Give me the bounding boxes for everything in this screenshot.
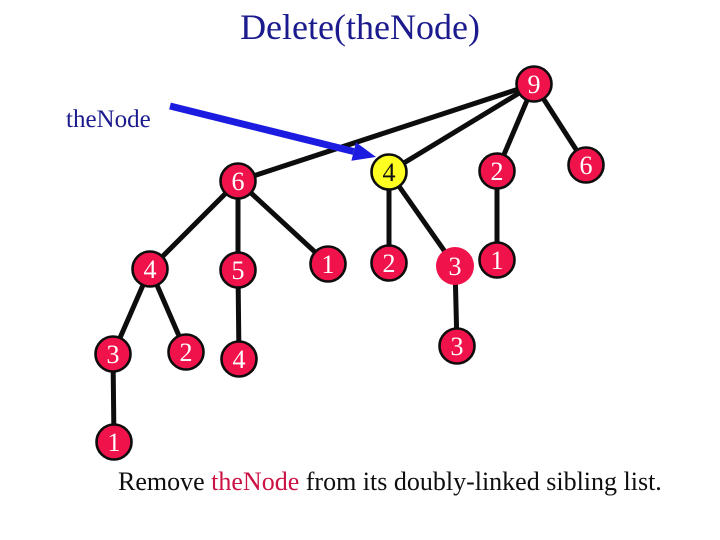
node-key-label: 9 bbox=[528, 70, 541, 99]
tree-node-n-5: 5 bbox=[219, 251, 257, 289]
node-circle bbox=[219, 162, 257, 200]
node-circle bbox=[436, 247, 474, 285]
thenode-arrow bbox=[169, 102, 376, 161]
tree-edge-child-6-left--n-4b bbox=[148, 179, 240, 271]
tree-node-n-4c: 4 bbox=[220, 340, 258, 378]
node-key-label: 2 bbox=[491, 157, 504, 186]
tree-node-child-6-left: 6 bbox=[219, 162, 257, 200]
tree-edge-root-9--child-6-left bbox=[237, 81, 535, 184]
caption-prefix: Remove bbox=[118, 467, 212, 496]
node-key-label: 3 bbox=[451, 332, 464, 361]
node-circle bbox=[95, 423, 133, 461]
tree-node-thenode-4: 4 bbox=[370, 153, 408, 191]
tree-node-child-2: 2 bbox=[478, 152, 516, 190]
node-circle bbox=[370, 153, 408, 191]
thenode-label: theNode bbox=[66, 106, 151, 133]
tree-node-n-2c: 2 bbox=[167, 333, 205, 371]
node-circle bbox=[309, 245, 347, 283]
tree-node-n-2b: 2 bbox=[370, 244, 408, 282]
tree-edge-root-9--thenode-4 bbox=[387, 81, 536, 175]
tree-node-n-3b: 3 bbox=[94, 335, 132, 373]
node-key-label: 1 bbox=[491, 246, 504, 275]
tree-node-n-4b: 4 bbox=[131, 250, 169, 288]
pointer-arrow-head-icon bbox=[351, 142, 376, 161]
pointer-arrow-shaft bbox=[169, 102, 355, 155]
caption-suffix: from its doubly-linked sibling list. bbox=[299, 467, 662, 496]
node-circle bbox=[478, 152, 516, 190]
node-key-label: 1 bbox=[108, 428, 121, 457]
node-circle bbox=[94, 335, 132, 373]
caption-highlight: theNode bbox=[211, 467, 300, 496]
tree-node-root-9: 9 bbox=[515, 65, 553, 103]
node-circle bbox=[219, 251, 257, 289]
node-circle bbox=[438, 327, 476, 365]
tree-node-n-1a: 1 bbox=[309, 245, 347, 283]
tree-node-n-1c: 1 bbox=[95, 423, 133, 461]
tree-node-child-6-right: 6 bbox=[567, 146, 605, 184]
node-circle bbox=[131, 250, 169, 288]
node-circle bbox=[167, 333, 205, 371]
node-circle bbox=[478, 241, 516, 279]
node-circle bbox=[220, 340, 258, 378]
slide-title: Delete(theNode) bbox=[240, 7, 480, 47]
node-circle bbox=[515, 65, 553, 103]
node-key-label: 4 bbox=[144, 255, 157, 284]
node-key-label: 1 bbox=[322, 250, 335, 279]
node-key-label: 2 bbox=[180, 338, 193, 367]
tree-node-n-3a: 3 bbox=[436, 247, 474, 285]
node-key-label: 3 bbox=[107, 340, 120, 369]
tree-node-n-1b: 1 bbox=[478, 241, 516, 279]
node-key-label: 3 bbox=[449, 252, 462, 281]
node-circle bbox=[567, 146, 605, 184]
tree-edge-child-6-left--n-1a bbox=[236, 179, 330, 266]
tree-node-n-3c: 3 bbox=[438, 327, 476, 365]
node-key-label: 2 bbox=[383, 249, 396, 278]
node-key-label: 6 bbox=[580, 151, 593, 180]
node-key-label: 5 bbox=[232, 256, 245, 285]
node-circle bbox=[370, 244, 408, 282]
tree-edge-thenode-4--n-3a bbox=[386, 170, 458, 268]
node-key-label: 4 bbox=[383, 158, 396, 187]
node-key-label: 6 bbox=[232, 167, 245, 196]
caption: Remove theNode from its doubly-linked si… bbox=[118, 467, 662, 497]
node-key-label: 4 bbox=[233, 345, 246, 374]
